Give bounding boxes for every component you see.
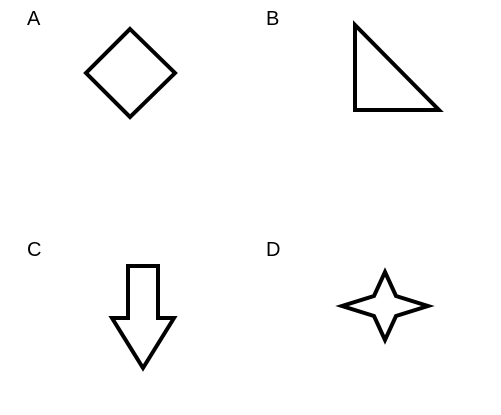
option-d-label: D [266, 239, 281, 261]
right-triangle-shape [353, 20, 444, 112]
option-c-label: C [27, 239, 42, 261]
option-a-label: A [27, 8, 41, 30]
option-b-label: B [266, 8, 280, 30]
four-point-star-shape [335, 267, 435, 345]
down-arrow-shape [108, 264, 178, 372]
diamond-shape [83, 26, 178, 120]
